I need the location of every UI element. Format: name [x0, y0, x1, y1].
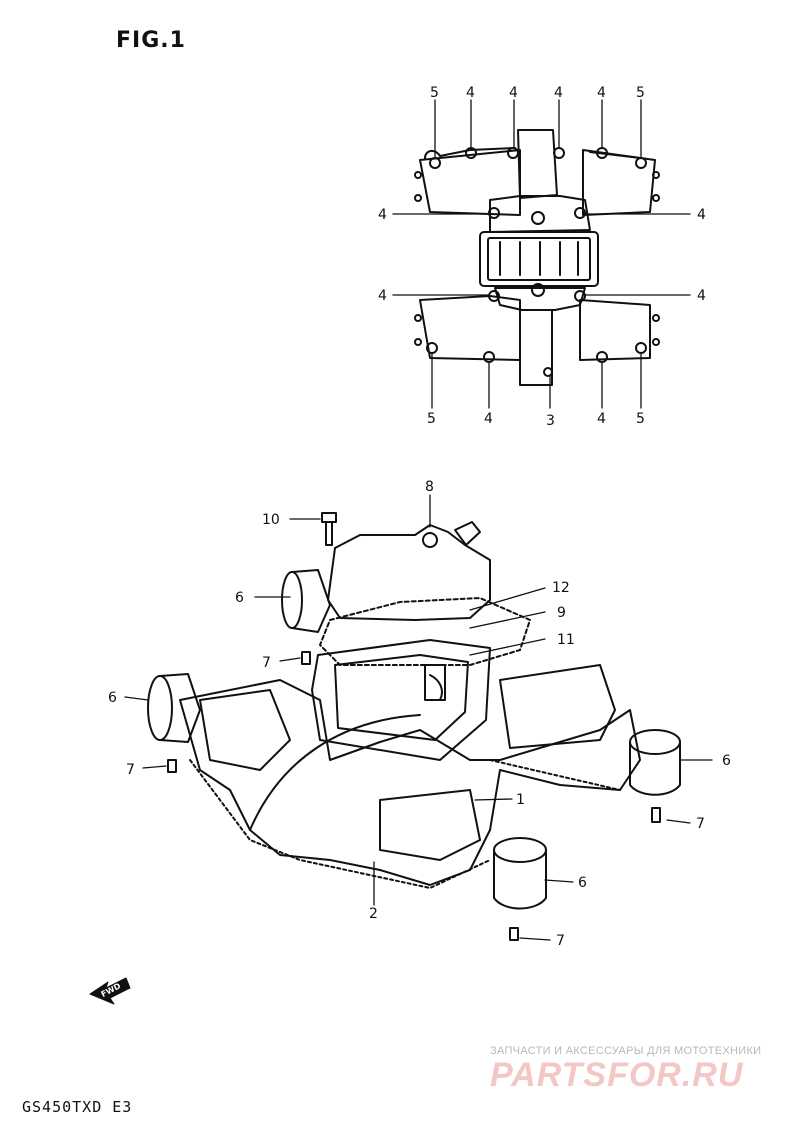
- exploded-view-leaders: [124, 494, 713, 941]
- callout-12: 12: [552, 580, 570, 596]
- top-view-leaders: [392, 99, 691, 409]
- callout-8: 8: [425, 479, 434, 495]
- callout-7-b: 7: [126, 762, 135, 778]
- callout-top-4: 4: [554, 85, 563, 101]
- callout-bottom-center: 3: [546, 413, 555, 429]
- callout-upper-left: 4: [378, 207, 387, 223]
- exploded-view-drawing: [147, 512, 681, 941]
- watermark-brand: PARTSFOR.RU: [490, 1056, 744, 1094]
- callout-top-right: 5: [636, 85, 645, 101]
- callout-bottom-4: 4: [597, 411, 606, 427]
- watermark-tagline: ЗАПЧАСТИ И АКСЕССУАРЫ ДЛЯ МОТОТЕХНИКИ: [490, 1045, 762, 1057]
- callout-lower-left: 4: [378, 288, 387, 304]
- exploded-view-labels: 10 8 6 7 6 7 12 9 11 1 2 6 7 6 7: [108, 479, 731, 949]
- top-view-labels: 5 4 4 4 4 5 4 4 4 4 5 4 3 4 5: [378, 85, 706, 429]
- callout-lower-right: 4: [697, 288, 706, 304]
- callout-10: 10: [262, 512, 280, 528]
- callout-11: 11: [557, 632, 575, 648]
- fwd-arrow-icon: [89, 977, 131, 1005]
- callout-top-left: 5: [430, 85, 439, 101]
- callout-upper-right: 4: [697, 207, 706, 223]
- callout-top-3: 4: [509, 85, 518, 101]
- callout-7-c: 7: [696, 816, 705, 832]
- callout-6-bottom: 6: [578, 875, 587, 891]
- model-code: GS450TXD E3: [22, 1098, 133, 1116]
- callout-top-5: 4: [597, 85, 606, 101]
- top-view-drawing: [414, 129, 660, 386]
- callout-7-a: 7: [262, 655, 271, 671]
- callout-bottom-2: 4: [484, 411, 493, 427]
- callout-9: 9: [557, 605, 566, 621]
- callout-7-d: 7: [556, 933, 565, 949]
- callout-bottom-left: 5: [427, 411, 436, 427]
- figure-title: FIG.1: [116, 28, 186, 53]
- callout-6-left: 6: [108, 690, 117, 706]
- callout-2: 2: [369, 906, 378, 922]
- callout-bottom-right: 5: [636, 411, 645, 427]
- callout-1: 1: [516, 792, 525, 808]
- callout-6-upper-left: 6: [235, 590, 244, 606]
- callout-6-right: 6: [722, 753, 731, 769]
- callout-top-2: 4: [466, 85, 475, 101]
